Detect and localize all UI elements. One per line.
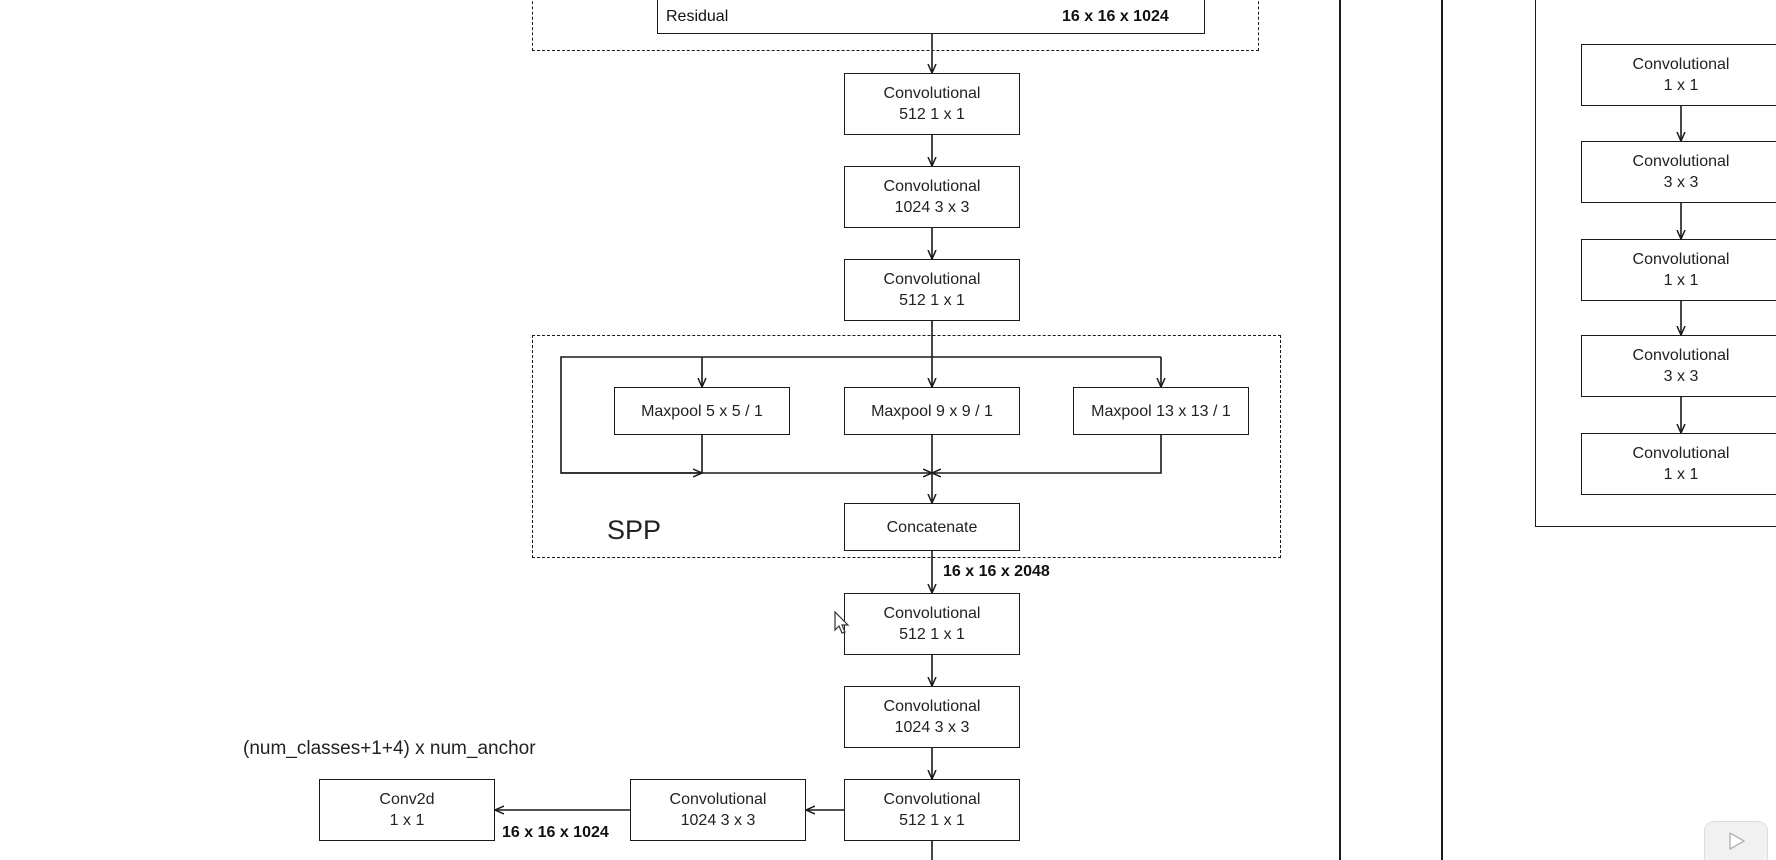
maxpool-13-label: Maxpool 13 x 13 / 1 <box>1091 402 1231 420</box>
right-conv-5-title: Convolutional <box>1632 445 1730 462</box>
video-player-button[interactable] <box>1704 821 1768 860</box>
conv-box-4-params: 512 1 x 1 <box>899 626 965 643</box>
head-conv-params: 1024 3 x 3 <box>680 812 756 829</box>
conv2d-params: 1 x 1 <box>389 812 425 829</box>
right-conv-5-params: 1 x 1 <box>1663 466 1699 483</box>
conv-box-4-title: Convolutional <box>883 605 981 622</box>
head-conv-box: Convolutional 1024 3 x 3 <box>630 779 806 841</box>
conv-box-6-params: 512 1 x 1 <box>899 812 965 829</box>
maxpool-9-label: Maxpool 9 x 9 / 1 <box>871 402 993 420</box>
right-conv-4: Convolutional 3 x 3 <box>1581 335 1776 397</box>
spp-label: SPP <box>607 515 662 545</box>
conv-box-5: Convolutional 1024 3 x 3 <box>844 686 1020 748</box>
head-conv-title: Convolutional <box>669 791 767 808</box>
spp-top-bus <box>560 356 932 474</box>
conv-box-3-params: 512 1 x 1 <box>899 292 965 309</box>
conv-box-5-params: 1024 3 x 3 <box>894 719 970 736</box>
conv2d-box: Conv2d 1 x 1 <box>319 779 495 841</box>
conv-box-5-title: Convolutional <box>883 698 981 715</box>
divider-line-2 <box>1441 0 1443 860</box>
divider-line-1 <box>1339 0 1341 860</box>
residual-box <box>657 0 1205 34</box>
right-conv-3-params: 1 x 1 <box>1663 272 1699 289</box>
conv-box-3: Convolutional 512 1 x 1 <box>844 259 1020 321</box>
head-shape: 16 x 16 x 1024 <box>502 824 609 841</box>
concatenate-label: Concatenate <box>886 518 978 536</box>
output-note: (num_classes+1+4) x num_anchor <box>243 738 536 759</box>
right-conv-1-title: Convolutional <box>1632 56 1730 73</box>
spp-output-shape: 16 x 16 x 2048 <box>943 563 1050 580</box>
maxpool-5-label: Maxpool 5 x 5 / 1 <box>641 402 763 420</box>
conv-box-1: Convolutional 512 1 x 1 <box>844 73 1020 135</box>
right-conv-1: Convolutional 1 x 1 <box>1581 44 1776 106</box>
residual-label: Residual <box>666 8 729 25</box>
maxpool-5-box: Maxpool 5 x 5 / 1 <box>614 387 790 435</box>
conv-box-2: Convolutional 1024 3 x 3 <box>844 166 1020 228</box>
concatenate-box: Concatenate <box>844 503 1020 551</box>
conv-box-1-params: 512 1 x 1 <box>899 106 965 123</box>
maxpool13-down <box>932 435 1162 473</box>
conv-box-2-params: 1024 3 x 3 <box>894 199 970 216</box>
conv-box-3-title: Convolutional <box>883 271 981 288</box>
conv-box-1-title: Convolutional <box>883 85 981 102</box>
right-conv-2-title: Convolutional <box>1632 153 1730 170</box>
spp-group <box>532 335 1281 558</box>
right-conv-4-title: Convolutional <box>1632 347 1730 364</box>
right-conv-1-params: 1 x 1 <box>1663 77 1699 94</box>
right-conv-2-params: 3 x 3 <box>1663 174 1699 191</box>
right-conv-4-params: 3 x 3 <box>1663 368 1699 385</box>
conv2d-title: Conv2d <box>379 791 435 808</box>
mouse-pointer-icon <box>834 611 850 634</box>
conv-box-4: Convolutional 512 1 x 1 <box>844 593 1020 655</box>
residual-group <box>532 0 1259 51</box>
conv-box-6-title: Convolutional <box>883 791 981 808</box>
conv-box-2-title: Convolutional <box>883 178 981 195</box>
right-conv-3-title: Convolutional <box>1632 251 1730 268</box>
residual-shape: 16 x 16 x 1024 <box>1062 8 1169 25</box>
play-icon <box>1729 832 1745 850</box>
right-frame <box>1535 0 1776 527</box>
